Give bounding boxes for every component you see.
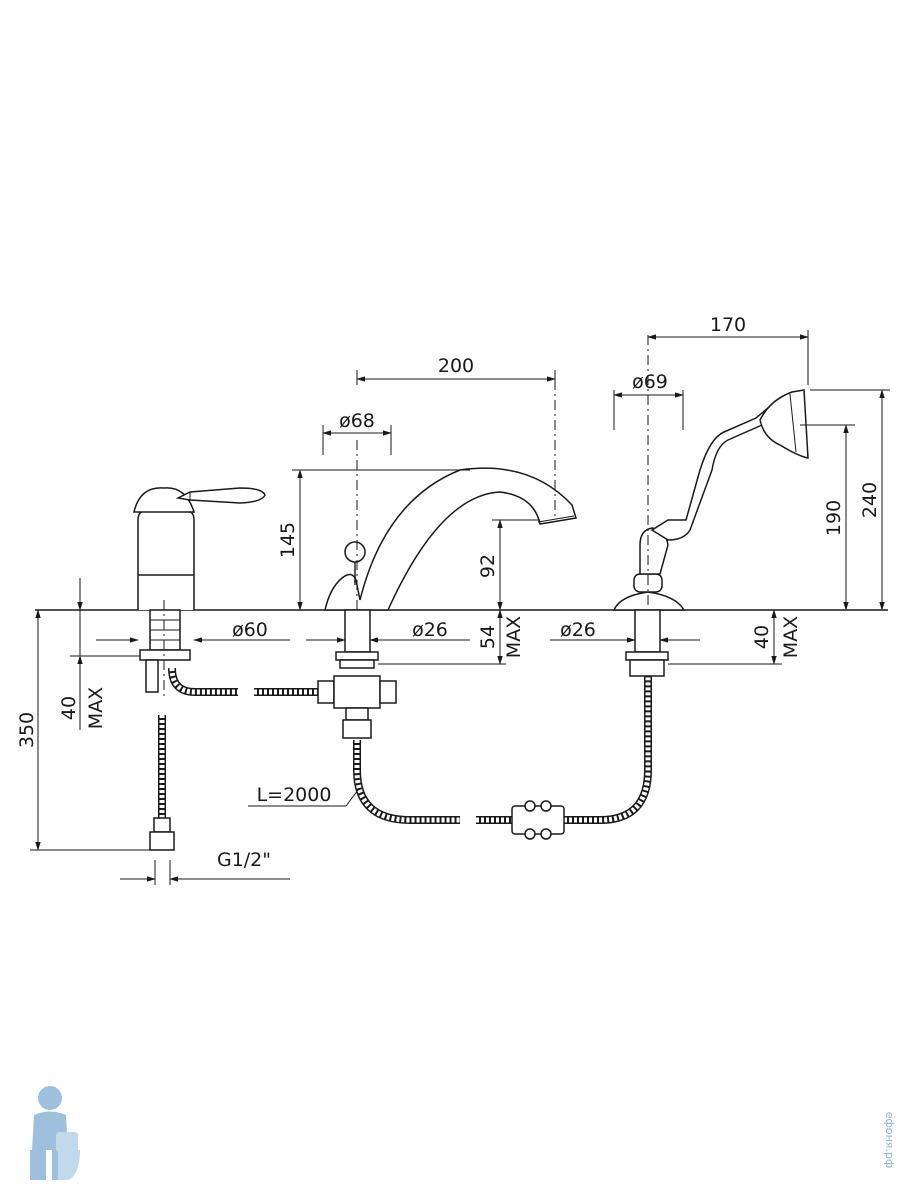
spout-outlet-height-label: 92 xyxy=(477,554,499,578)
shower-base-dia-label: ø69 xyxy=(632,371,668,393)
dimension-lines xyxy=(30,330,890,885)
shower-max-label: MAX xyxy=(780,616,802,658)
shower-holder-height-label: 190 xyxy=(823,500,845,536)
supply-hose xyxy=(149,715,175,851)
shower-shank-dia-label: ø26 xyxy=(560,619,596,641)
watermark-text: ефоня.рф xyxy=(883,1112,896,1169)
spout-shank-dia-label: ø26 xyxy=(412,619,448,641)
diverter-connector xyxy=(254,675,397,739)
hand-shower xyxy=(612,389,809,677)
spout-max-thickness-label: 54 xyxy=(477,625,499,649)
shower-reach-label: 170 xyxy=(710,314,746,336)
spout-base-dia-label: ø68 xyxy=(339,410,375,432)
mixer-max-label: MAX xyxy=(85,687,107,729)
mixer-body xyxy=(133,487,266,693)
thread-size-label: G1/2" xyxy=(217,849,271,871)
supply-hose-length-label: 350 xyxy=(16,712,38,748)
spout-reach-label: 200 xyxy=(438,355,474,377)
mixer-max-thickness-label: 40 xyxy=(58,696,80,720)
shower-hose-length-label: L=2000 xyxy=(257,784,332,806)
spout-height-label: 145 xyxy=(277,522,299,558)
shower-max-thickness-label: 40 xyxy=(751,625,773,649)
mixer-outlet-hose xyxy=(168,667,238,696)
watermark-logo xyxy=(30,1086,80,1180)
spout xyxy=(324,467,577,669)
shower-total-height-label: 240 xyxy=(859,482,881,518)
spout-max-label: MAX xyxy=(503,616,525,658)
shower-hose xyxy=(353,676,652,840)
mixer-dia-label: ø60 xyxy=(232,619,268,641)
